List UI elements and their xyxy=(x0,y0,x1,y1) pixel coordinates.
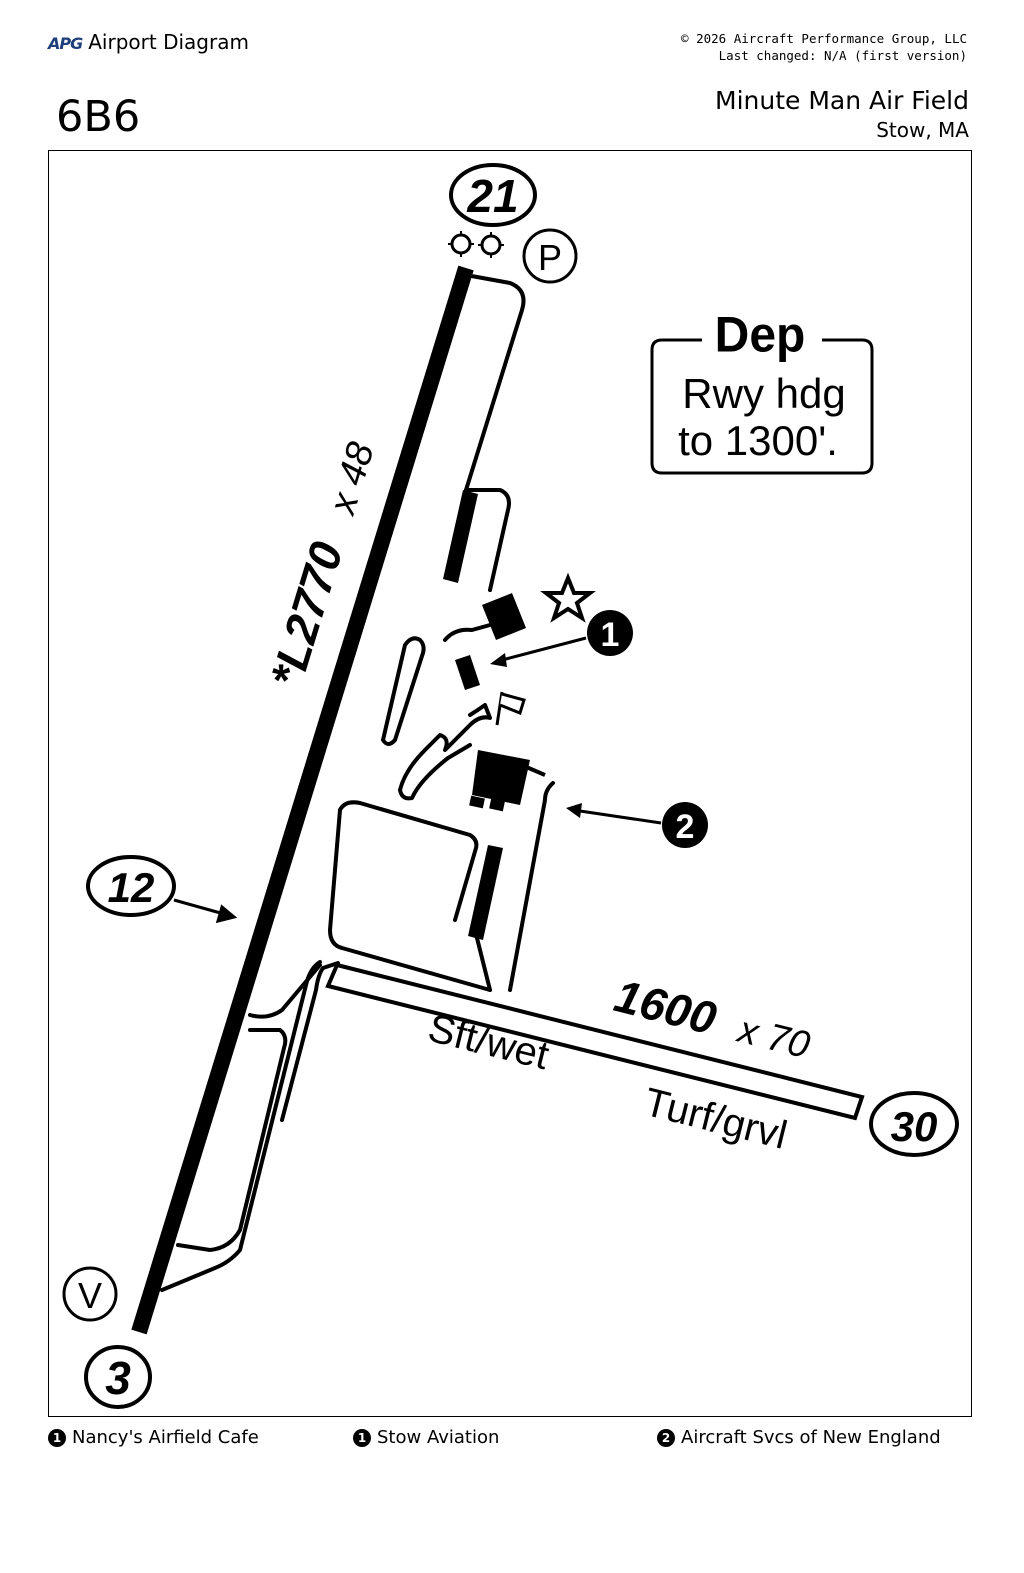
legend-label-stow-aviation: Stow Aviation xyxy=(377,1427,500,1448)
turf-runway-length: 1600 xyxy=(610,969,722,1044)
departure-title: Dep xyxy=(715,307,806,363)
runway-end-lights-icon xyxy=(448,231,504,258)
callout-2-label: 2 xyxy=(676,808,695,846)
runway-12-label: 12 xyxy=(108,864,155,911)
legend-bullet-1a: 1 xyxy=(48,1428,66,1447)
runway-end-3: 3 xyxy=(84,1345,152,1409)
airport-city: Stow, MA xyxy=(876,118,969,142)
runway-30-label: 30 xyxy=(891,1103,938,1150)
departure-box: Dep Rwy hdg to 1300'. xyxy=(650,307,874,475)
diagram-frame xyxy=(48,150,972,1417)
runway-end-30: 30 xyxy=(869,1091,959,1157)
beacon-star-icon xyxy=(540,572,596,623)
hangar-north xyxy=(443,490,478,583)
turf-runway-width: x 70 xyxy=(732,1008,814,1067)
cafe-building xyxy=(455,655,480,690)
last-changed-text: Last changed: N/A (first version) xyxy=(718,48,967,63)
windsock-icon xyxy=(495,691,526,726)
legend-item-cafe: 1 Nancy's Airfield Cafe xyxy=(48,1427,259,1448)
parking-label: P xyxy=(538,237,562,278)
small-building-b xyxy=(489,798,505,812)
legend-bullet-1b: 1 xyxy=(353,1428,371,1447)
parking-icon: P xyxy=(522,228,578,284)
buildings xyxy=(443,490,530,940)
legend-bullet-2: 2 xyxy=(657,1428,675,1447)
vor-checkpoint-icon: V xyxy=(62,1266,118,1322)
runway-21-label: 21 xyxy=(466,170,518,222)
airport-name: Minute Man Air Field xyxy=(715,86,969,115)
fbo-building xyxy=(482,593,526,640)
legend-item-aircraft-svcs: 2 Aircraft Svcs of New England xyxy=(657,1427,941,1448)
terminal-building xyxy=(472,750,530,805)
brand-title: Airport Diagram xyxy=(88,30,249,54)
legend-label-aircraft-svcs: Aircraft Svcs of New England xyxy=(681,1427,941,1448)
hangar-south xyxy=(468,845,503,940)
departure-line-2: to 1300'. xyxy=(678,417,838,464)
brand-header: APG Airport Diagram xyxy=(48,30,249,54)
runway-3-21-dimension: *L2770 x 48 xyxy=(260,438,383,693)
callout-1: 1 xyxy=(490,610,633,667)
copyright-block: © 2026 Aircraft Performance Group, LLC L… xyxy=(681,30,967,64)
airport-identifier: 6B6 xyxy=(56,92,141,142)
taxilane-stub xyxy=(509,758,546,777)
turf-runway-12-30 xyxy=(325,962,865,1121)
copyright-text: © 2026 Aircraft Performance Group, LLC xyxy=(681,31,967,46)
small-building-a xyxy=(469,795,485,809)
callout-1-label: 1 xyxy=(601,616,620,654)
callout-2: 2 xyxy=(566,802,708,848)
legend-item-stow-aviation: 1 Stow Aviation xyxy=(353,1427,499,1448)
taxiways xyxy=(160,273,555,1292)
runway-3-21-width: x 48 xyxy=(321,438,383,521)
runway-end-12: 12 xyxy=(86,855,176,917)
vor-label: V xyxy=(78,1275,102,1316)
apg-logo: APG xyxy=(48,34,83,53)
runway-end-21: 21 xyxy=(449,163,537,227)
runway-3-label: 3 xyxy=(105,1352,131,1404)
legend-label-cafe: Nancy's Airfield Cafe xyxy=(72,1427,259,1448)
runway-3-21 xyxy=(131,265,474,1335)
departure-line-1: Rwy hdg xyxy=(682,370,845,417)
runway-12-arrow xyxy=(173,898,238,924)
